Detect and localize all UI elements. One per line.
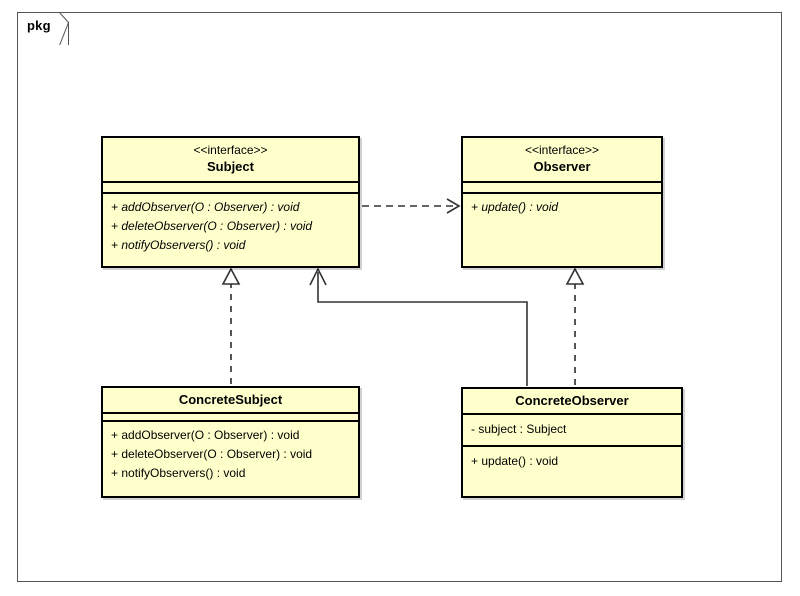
class-stereotype: <<interface>> bbox=[524, 143, 600, 157]
class-operation: + addObserver(O : Observer) : void bbox=[111, 200, 300, 214]
class-operation: + deleteObserver(O : Observer) : void bbox=[111, 219, 313, 233]
class-name: ConcreteSubject bbox=[178, 392, 283, 407]
class-operation: + update() : void bbox=[471, 200, 559, 214]
class-operations-concrete-subject: + addObserver(O : Observer) : void + del… bbox=[103, 420, 358, 488]
class-attributes-observer bbox=[463, 181, 661, 192]
class-name: Subject bbox=[207, 159, 254, 174]
class-name: ConcreteObserver bbox=[515, 393, 629, 408]
class-operation: + update() : void bbox=[471, 454, 559, 468]
class-attributes-subject bbox=[103, 181, 358, 192]
class-operation: + addObserver(O : Observer) : void bbox=[111, 428, 300, 442]
class-header-concrete-observer: ConcreteObserver bbox=[463, 389, 681, 413]
class-box-concrete-subject[interactable]: ConcreteSubject + addObserver(O : Observ… bbox=[101, 386, 360, 498]
class-operations-concrete-observer: + update() : void bbox=[463, 445, 681, 476]
class-operation: + notifyObservers() : void bbox=[111, 238, 246, 252]
class-header-subject: <<interface>> Subject bbox=[103, 138, 358, 181]
class-operation: + notifyObservers() : void bbox=[111, 466, 246, 480]
class-header-concrete-subject: ConcreteSubject bbox=[103, 388, 358, 412]
class-operation: + deleteObserver(O : Observer) : void bbox=[111, 447, 313, 461]
class-box-subject[interactable]: <<interface>> Subject + addObserver(O : … bbox=[101, 136, 360, 268]
class-header-observer: <<interface>> Observer bbox=[463, 138, 661, 181]
package-tab bbox=[17, 12, 69, 45]
class-attributes-concrete-subject bbox=[103, 412, 358, 420]
package-label: pkg bbox=[27, 18, 51, 33]
class-attributes-concrete-observer: - subject : Subject bbox=[463, 413, 681, 445]
class-box-observer[interactable]: <<interface>> Observer + update() : void bbox=[461, 136, 663, 268]
class-operations-observer: + update() : void bbox=[463, 192, 661, 222]
package-frame bbox=[17, 12, 782, 582]
class-stereotype: <<interface>> bbox=[193, 143, 268, 157]
class-box-concrete-observer[interactable]: ConcreteObserver - subject : Subject + u… bbox=[461, 387, 683, 498]
class-name: Observer bbox=[533, 159, 591, 174]
class-attribute: - subject : Subject bbox=[471, 422, 567, 436]
class-operations-subject: + addObserver(O : Observer) : void + del… bbox=[103, 192, 358, 260]
